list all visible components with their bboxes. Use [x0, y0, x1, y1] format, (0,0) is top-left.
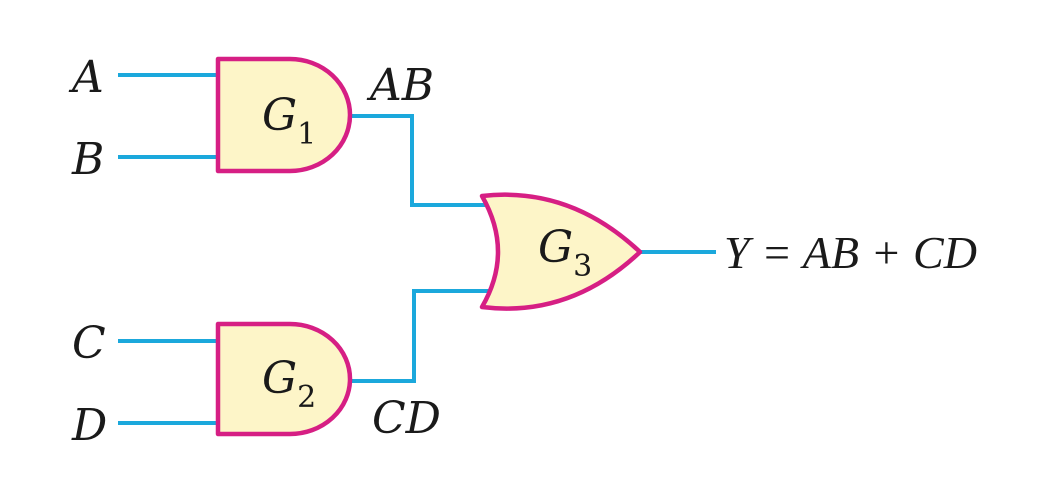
intermediate-label-cd: CD	[372, 393, 441, 444]
output-expression: Y = AB + CD	[724, 227, 977, 278]
wire-g1-to-g3	[352, 114, 492, 207]
gate-g1-body	[215, 56, 353, 174]
gate-g3-or: G3	[479, 192, 643, 311]
gate-g3-label: G3	[538, 222, 592, 284]
gate-g1-label: G1	[262, 90, 316, 152]
input-label-d: D	[71, 400, 107, 451]
input-label-b: B	[71, 134, 104, 185]
input-label-a: A	[68, 52, 104, 103]
gate-g1-and: G1	[215, 56, 353, 174]
gate-g3-body	[479, 192, 643, 311]
intermediate-label-ab: AB	[366, 60, 434, 111]
gate-g2-body	[215, 321, 353, 437]
wire-g2-to-g3	[352, 289, 490, 383]
input-label-c: C	[72, 318, 106, 369]
gate-g2-label: G2	[262, 353, 316, 415]
gate-g2-and: G2	[215, 321, 353, 437]
